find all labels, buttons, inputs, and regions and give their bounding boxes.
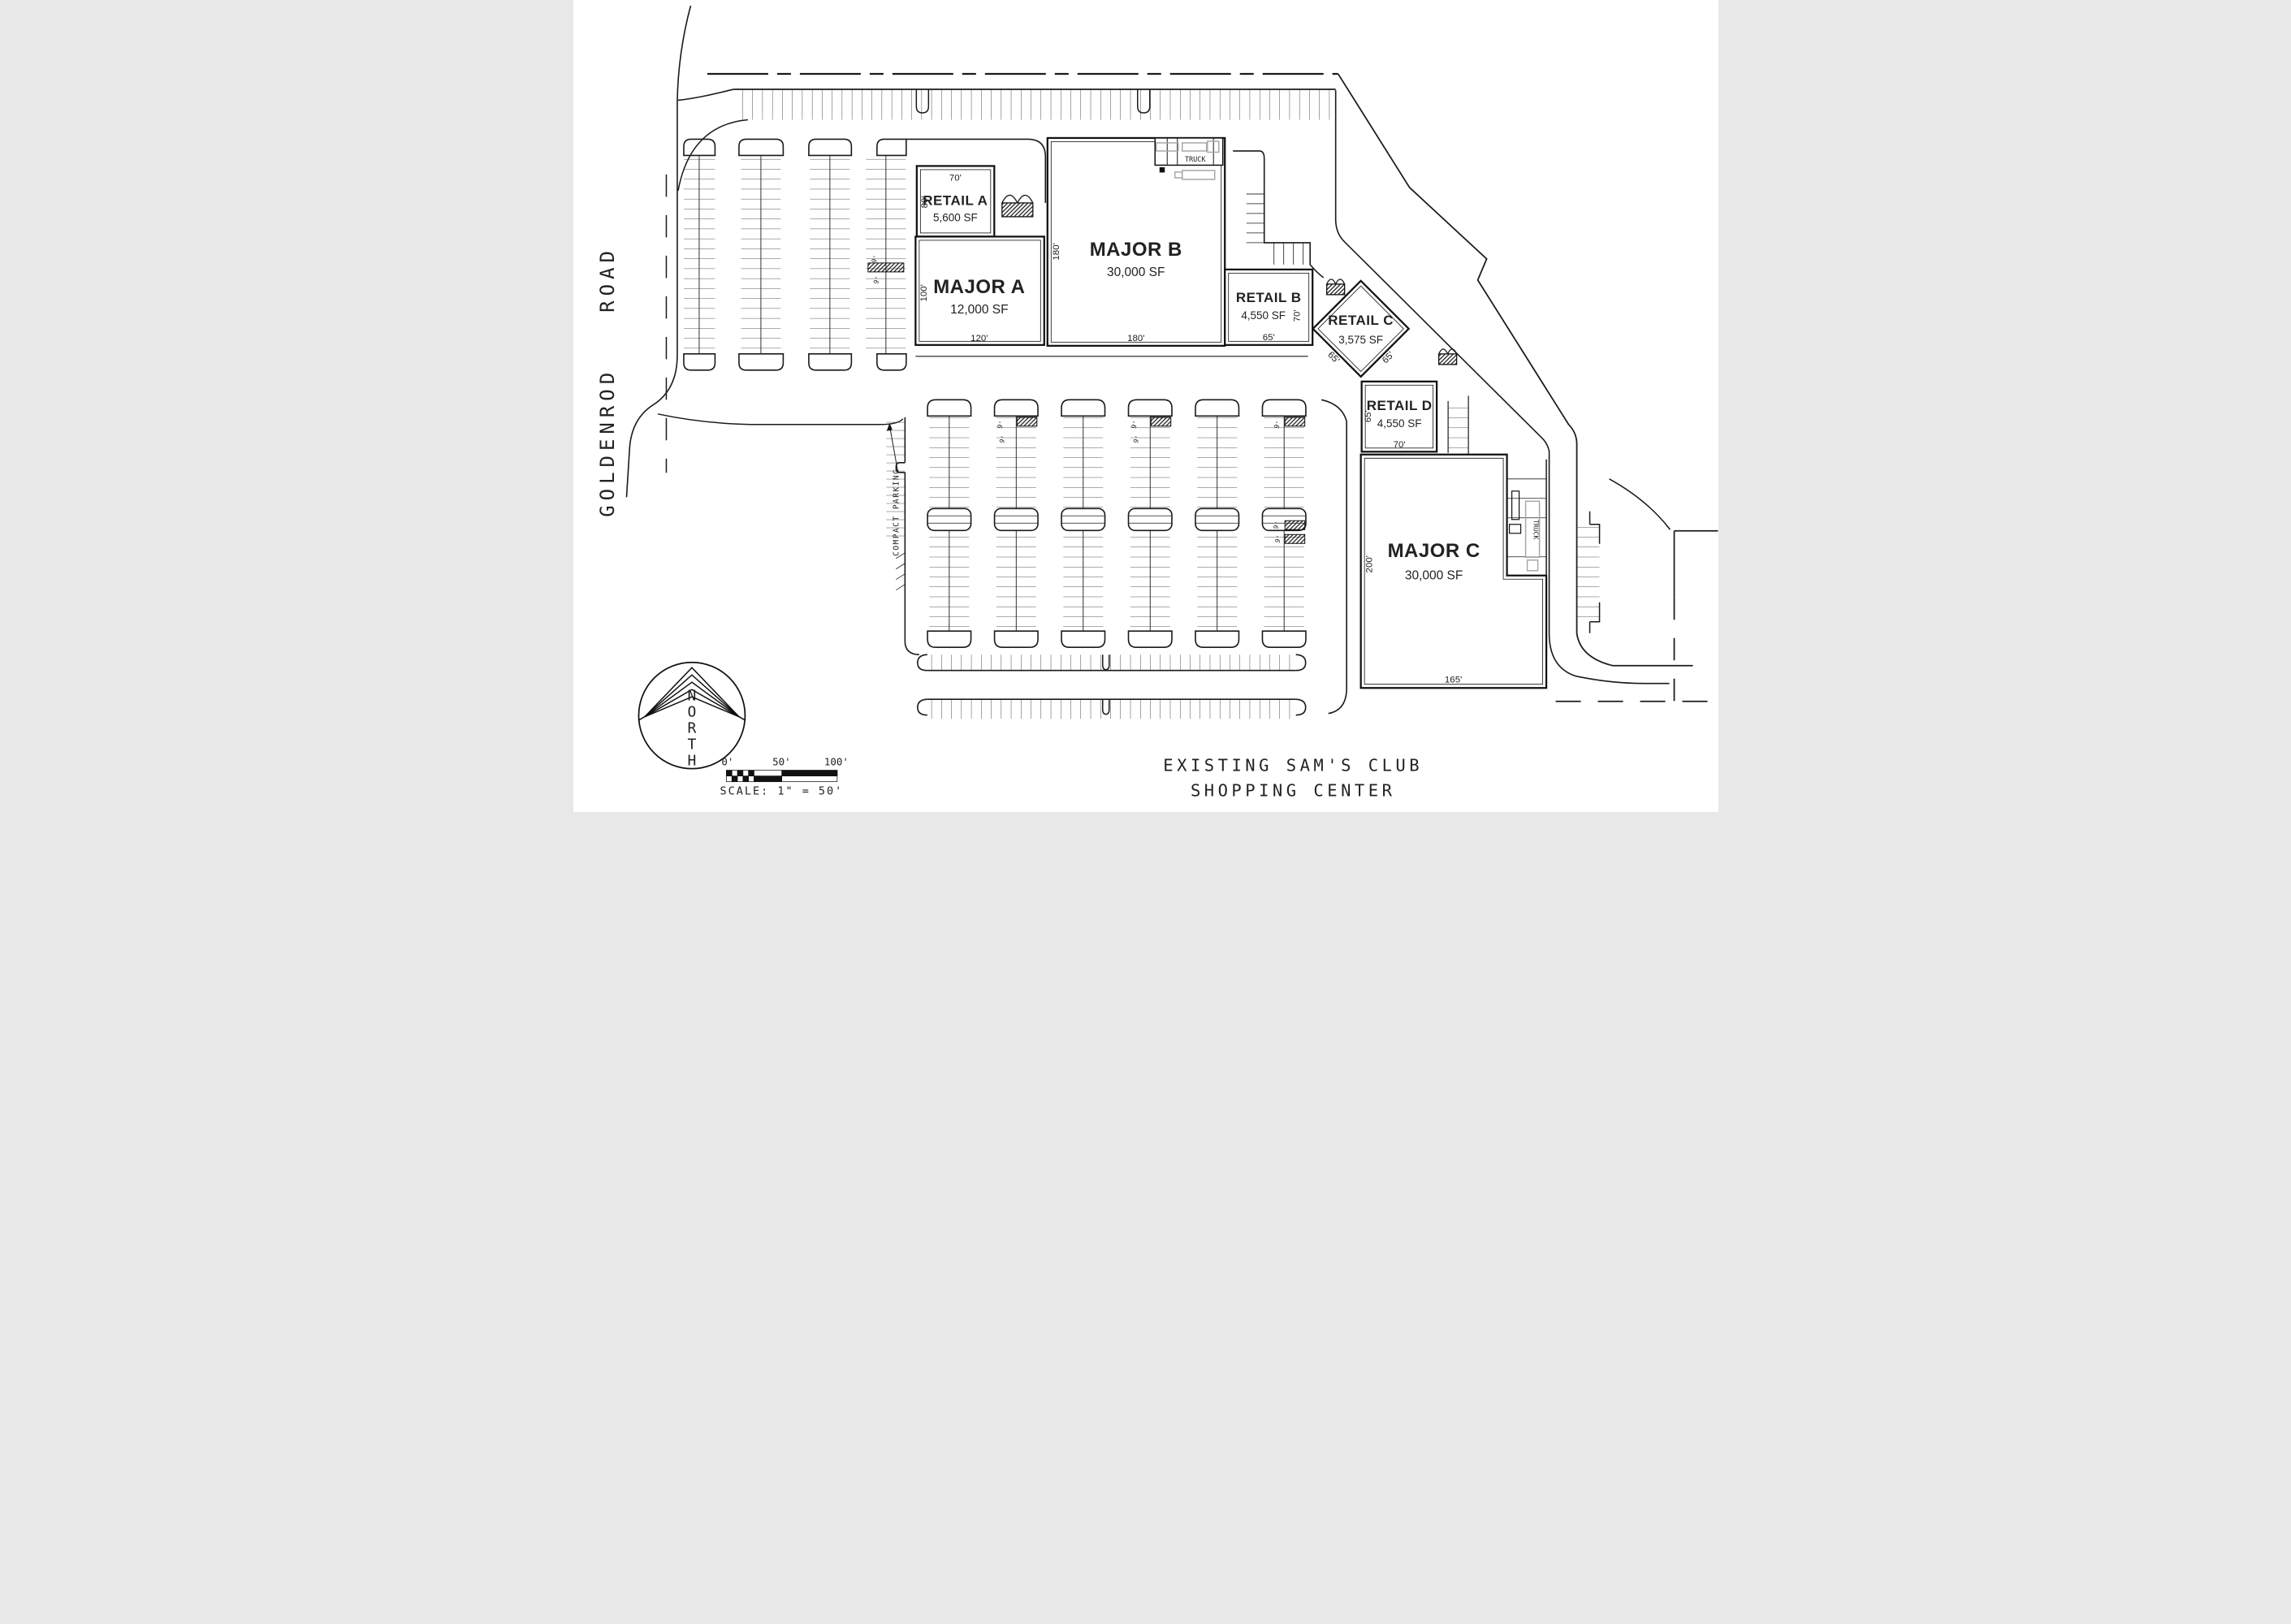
retail-b-area: 4,550 SF	[1241, 309, 1286, 322]
svg-text:9': 9'	[998, 434, 1008, 444]
north-parking-row	[733, 89, 1336, 120]
major-b-name: MAJOR B	[1089, 239, 1182, 261]
retail-a-dim-left: 80'	[919, 196, 929, 208]
svg-text:R: R	[687, 720, 696, 737]
retail-a-name: RETAIL A	[923, 192, 988, 208]
building-retail-c: RETAIL C 3,575 SF 65' 65'	[1311, 279, 1410, 378]
vestibule-retail-c	[1325, 279, 1345, 296]
svg-text:T: T	[687, 736, 696, 754]
svg-text:9': 9'	[1132, 434, 1142, 444]
svg-text:9': 9'	[1273, 420, 1282, 430]
footer-line2: SHOPPING CENTER	[1190, 781, 1394, 801]
major-b-area: 30,000 SF	[1107, 266, 1165, 279]
diagonal-road-edge	[1334, 89, 1670, 685]
svg-text:9': 9'	[996, 420, 1005, 430]
compact-parking-label: COMPACT PARKING	[892, 469, 901, 556]
major-c-area: 30,000 SF	[1404, 569, 1462, 583]
mid-islands	[926, 508, 1307, 532]
major-a-dim-bottom: 120'	[970, 334, 988, 343]
island-row-bottom	[926, 630, 1307, 649]
stall-dimension-labels: 9' 9' 9' 9' 9' 9' 9' 9' 9'	[870, 254, 1283, 544]
major-b-dim-left: 180'	[1051, 243, 1061, 260]
retail-a-area: 5,600 SF	[932, 211, 977, 223]
major-c-name: MAJOR C	[1387, 540, 1480, 562]
retail-c-area: 3,575 SF	[1338, 334, 1383, 346]
road-name-word1: GOLDENROD	[595, 368, 618, 517]
retail-b-dim-bottom: 65'	[1262, 333, 1274, 343]
leader-arrowhead	[886, 422, 893, 431]
building-retail-d: RETAIL D 4,550 SF 65' 70'	[1360, 380, 1437, 453]
major-a-area: 12,000 SF	[950, 303, 1008, 317]
road-name-word2: ROAD	[595, 246, 618, 313]
truck-label-major-b: TRUCK	[1184, 156, 1205, 164]
retail-d-area: 4,550 SF	[1377, 417, 1421, 430]
major-c-truck-dock: TRUCK	[1506, 456, 1547, 576]
footer-title: EXISTING SAM'S CLUB SHOPPING CENTER	[1163, 756, 1423, 801]
parking-columns	[928, 416, 1304, 632]
svg-text:9': 9'	[1272, 520, 1282, 530]
svg-text:H: H	[687, 753, 696, 770]
site-plan-page: RETAIL A 5,600 SF 70' 80' MAJOR A 12,000…	[573, 0, 1718, 812]
retail-d-dim-bottom: 70'	[1393, 440, 1405, 450]
building-retail-a: RETAIL A 5,600 SF 70' 80'	[915, 165, 995, 238]
major-c-dim-bottom: 165'	[1444, 676, 1461, 685]
major-b-dim-bottom: 180'	[1127, 334, 1144, 343]
major-b-truck-dock: TRUCK	[1153, 137, 1223, 180]
scale-tick-50: 50'	[772, 756, 791, 768]
major-a-dim-left: 100'	[919, 284, 928, 301]
entry-vestibules	[1001, 194, 1457, 365]
truck-label-major-c: TRUCK	[1532, 520, 1539, 539]
retail-d-dim-left: 65'	[1364, 410, 1373, 422]
building-major-c: TRUCK MAJOR C 30,000 SF 200' 165'	[1359, 453, 1547, 689]
building-major-a: MAJOR A 12,000 SF 100' 120'	[914, 235, 1045, 346]
retail-a-dim-top: 70'	[949, 173, 961, 183]
center-parking-field	[885, 399, 1347, 715]
scale-tick-0: 0'	[721, 756, 733, 768]
east-parking	[1232, 150, 1600, 633]
svg-text:9': 9'	[1130, 420, 1139, 430]
footer-line1: EXISTING SAM'S CLUB	[1163, 756, 1423, 775]
property-boundary	[707, 72, 1718, 702]
vestibule-alley	[1001, 194, 1033, 218]
south-parking-rows	[916, 654, 1306, 719]
retail-b-name: RETAIL B	[1235, 290, 1301, 305]
street-name: GOLDENROD ROAD	[595, 246, 618, 517]
scale-caption: SCALE: 1" = 50'	[720, 785, 843, 798]
island-row-top	[926, 399, 1307, 417]
major-c-dim-left: 200'	[1364, 555, 1374, 572]
compact-parking-note: COMPACT PARKING	[886, 422, 901, 556]
vestibule-retail-d	[1437, 348, 1457, 365]
hatched-stalls	[1016, 417, 1305, 544]
scale-bar: 0' 50' 100' SCALE: 1" = 50'	[720, 756, 848, 798]
retail-b-dim-right: 70'	[1292, 309, 1302, 322]
svg-text:9': 9'	[872, 275, 882, 285]
svg-text:9': 9'	[870, 254, 880, 264]
building-major-b: TRUCK MAJOR B 30,000 SF 180' 180'	[1046, 136, 1225, 347]
building-retail-b: RETAIL B 4,550 SF 65' 70'	[1223, 268, 1313, 346]
retail-d-name: RETAIL D	[1366, 398, 1432, 413]
north-arrow: N O R T H	[638, 661, 746, 770]
svg-text:9': 9'	[1273, 534, 1283, 544]
north-letters: N O R T H	[687, 688, 696, 770]
svg-text:N: N	[687, 688, 696, 705]
svg-text:O: O	[687, 704, 696, 721]
retail-c-name: RETAIL C	[1328, 313, 1394, 328]
scale-tick-100: 100'	[823, 756, 848, 768]
major-a-name: MAJOR A	[933, 276, 1025, 298]
west-parking-field	[682, 138, 1046, 371]
site-plan-drawing: RETAIL A 5,600 SF 70' 80' MAJOR A 12,000…	[573, 0, 1718, 812]
